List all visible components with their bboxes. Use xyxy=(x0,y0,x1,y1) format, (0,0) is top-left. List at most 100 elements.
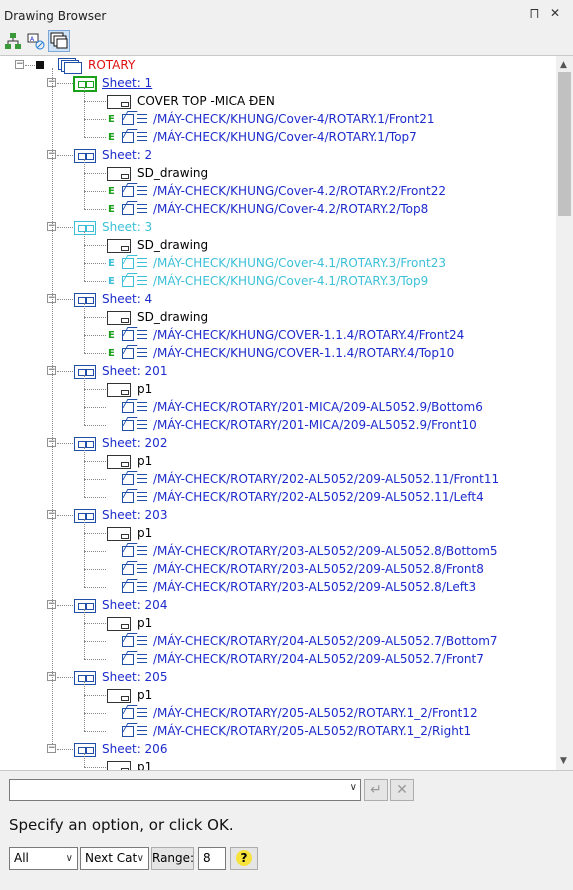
sheet-icon xyxy=(74,76,96,91)
tree-view[interactable]: /MÁY-CHECK/ROTARY/203-AL5052/209-AL5052.… xyxy=(122,560,484,578)
sheet-formats-view-icon[interactable]: A xyxy=(25,30,47,52)
tree-view[interactable]: E/MÁY-CHECK/KHUNG/COVER-1.1.4/ROTARY.4/T… xyxy=(108,344,454,362)
ok-button[interactable]: ↵ xyxy=(364,779,388,801)
cancel-button[interactable]: ✕ xyxy=(390,779,414,801)
sheet-format-icon xyxy=(107,166,131,181)
list-icon xyxy=(137,708,147,719)
tree-line xyxy=(84,519,85,587)
sheet-label: Sheet: 4 xyxy=(102,292,153,306)
scroll-up-icon[interactable]: ▲ xyxy=(560,60,567,70)
sheet-collapse-toggle[interactable]: − xyxy=(47,509,56,519)
tree-sheet-format[interactable]: SD_drawing xyxy=(107,164,208,182)
sheet-format-icon xyxy=(107,760,131,770)
sheet-collapse-toggle[interactable]: − xyxy=(47,293,56,303)
sheet-collapse-toggle[interactable]: − xyxy=(47,149,56,159)
tree-sheet-format[interactable]: p1 xyxy=(107,686,152,704)
tree-view[interactable]: E/MÁY-CHECK/KHUNG/Cover-4/ROTARY.1/Front… xyxy=(108,110,435,128)
tree-sheet[interactable]: Sheet: 4 xyxy=(74,290,152,308)
view-label: /MÁY-CHECK/ROTARY/203-AL5052/209-AL5052.… xyxy=(153,580,477,594)
sheet-collapse-toggle[interactable]: − xyxy=(47,365,56,375)
sheet-label: Sheet: 205 xyxy=(102,670,168,684)
tree-sheet[interactable]: Sheet: 202 xyxy=(74,434,167,452)
tree-sheet-format[interactable]: COVER TOP -MICA ĐEN xyxy=(107,92,275,110)
sheet-collapse-toggle[interactable]: − xyxy=(47,77,56,87)
tree-view[interactable]: E/MÁY-CHECK/KHUNG/COVER-1.1.4/ROTARY.4/F… xyxy=(108,326,464,344)
tree-sheet[interactable]: Sheet: 1 xyxy=(74,74,152,92)
tree-sheet-format[interactable]: SD_drawing xyxy=(107,308,208,326)
hierarchy-view-icon[interactable] xyxy=(2,30,24,52)
list-icon xyxy=(137,564,147,575)
sheets-view-icon[interactable] xyxy=(48,30,70,52)
sheet-collapse-toggle[interactable]: − xyxy=(47,743,56,753)
vertical-scrollbar[interactable]: ▲ ▼ xyxy=(556,56,573,770)
view-label: /MÁY-CHECK/ROTARY/205-AL5052/ROTARY.1_2/… xyxy=(153,706,478,720)
tree-view[interactable]: E/MÁY-CHECK/KHUNG/Cover-4.1/ROTARY.3/Fro… xyxy=(108,254,446,272)
tree-view[interactable]: /MÁY-CHECK/ROTARY/205-AL5052/ROTARY.1_2/… xyxy=(122,722,471,740)
tree-view[interactable]: E/MÁY-CHECK/KHUNG/Cover-4.2/ROTARY.2/Top… xyxy=(108,200,428,218)
tree-view[interactable]: /MÁY-CHECK/ROTARY/204-AL5052/209-AL5052.… xyxy=(122,632,498,650)
range-button[interactable]: Range: xyxy=(151,847,194,870)
tree-sheet[interactable]: Sheet: 2 xyxy=(74,146,152,164)
range-input[interactable]: 8 xyxy=(198,847,226,870)
close-icon[interactable]: ✕ xyxy=(550,6,561,20)
list-icon xyxy=(137,348,147,359)
svg-text:A: A xyxy=(30,36,35,43)
tree-line xyxy=(57,443,73,444)
tree-sheet[interactable]: Sheet: 206 xyxy=(74,740,167,758)
tree-view[interactable]: /MÁY-CHECK/ROTARY/201-MICA/209-AL5052.9/… xyxy=(122,398,483,416)
command-input[interactable]: ∨ xyxy=(9,779,361,801)
sheet-format-icon xyxy=(107,238,131,253)
tree-line xyxy=(84,533,106,534)
sheet-label: Sheet: 204 xyxy=(102,598,168,612)
filter-select[interactable]: All ∨ xyxy=(9,847,78,870)
sheet-collapse-toggle[interactable]: − xyxy=(47,599,56,609)
tree-sheet-format[interactable]: SD_drawing xyxy=(107,236,208,254)
tree-view[interactable]: /MÁY-CHECK/ROTARY/203-AL5052/209-AL5052.… xyxy=(122,578,476,596)
tree-sheet[interactable]: Sheet: 204 xyxy=(74,596,167,614)
root-collapse-toggle[interactable]: − xyxy=(15,59,24,69)
tree-view[interactable]: E/MÁY-CHECK/KHUNG/Cover-4.2/ROTARY.2/Fro… xyxy=(108,182,446,200)
view-icon xyxy=(122,114,134,125)
save-icon xyxy=(36,61,44,69)
next-category-select[interactable]: Next Cat ∨ xyxy=(80,847,149,870)
scroll-down-icon[interactable]: ▼ xyxy=(560,756,567,766)
chevron-down-icon[interactable]: ∨ xyxy=(349,782,357,793)
prompt-text: Specify an option, or click OK. xyxy=(9,816,234,834)
tree-view[interactable]: /MÁY-CHECK/ROTARY/203-AL5052/209-AL5052.… xyxy=(122,542,498,560)
tree-line xyxy=(84,447,85,497)
tree-sheet-format[interactable]: p1 xyxy=(107,452,152,470)
tree-view[interactable]: /MÁY-CHECK/ROTARY/204-AL5052/209-AL5052.… xyxy=(122,650,484,668)
tree-view[interactable]: E/MÁY-CHECK/KHUNG/Cover-4/ROTARY.1/Top7 xyxy=(108,128,417,146)
view-icon xyxy=(122,492,134,503)
view-label: /MÁY-CHECK/KHUNG/Cover-4.1/ROTARY.3/Top9 xyxy=(153,274,429,288)
tree-sheet[interactable]: Sheet: 205 xyxy=(74,668,167,686)
sheet-collapse-toggle[interactable]: − xyxy=(47,221,56,231)
tree-view[interactable]: /MÁY-CHECK/ROTARY/201-MICA/209-AL5052.9/… xyxy=(122,416,477,434)
sheet-label: Sheet: 202 xyxy=(102,436,168,450)
tree-view[interactable]: /MÁY-CHECK/ROTARY/205-AL5052/ROTARY.1_2/… xyxy=(122,704,478,722)
tree-view[interactable]: E/MÁY-CHECK/KHUNG/Cover-4.1/ROTARY.3/Top… xyxy=(108,272,428,290)
help-button[interactable]: ? xyxy=(230,847,258,870)
tree-sheet[interactable]: Sheet: 203 xyxy=(74,506,167,524)
list-icon xyxy=(137,330,147,341)
tree-sheet-format[interactable]: p1 xyxy=(107,524,152,542)
sheet-collapse-toggle[interactable]: − xyxy=(47,437,56,447)
tree-sheet-format[interactable]: p1 xyxy=(107,614,152,632)
tree-sheet-format[interactable]: p1 xyxy=(107,758,152,770)
tree-root[interactable]: ROTARY xyxy=(58,56,135,74)
tree-sheet[interactable]: Sheet: 201 xyxy=(74,362,167,380)
tree-sheet-format[interactable]: p1 xyxy=(107,380,152,398)
sheet-format-label: SD_drawing xyxy=(137,310,209,324)
sheet-label: Sheet: 201 xyxy=(102,364,168,378)
tree-line xyxy=(84,335,106,336)
tree-sheet[interactable]: Sheet: 3 xyxy=(74,218,152,236)
pin-icon[interactable]: ⨅ xyxy=(530,7,539,20)
sheet-collapse-toggle[interactable]: − xyxy=(47,671,56,681)
scroll-thumb[interactable] xyxy=(558,72,571,216)
tree-view[interactable]: /MÁY-CHECK/ROTARY/202-AL5052/209-AL5052.… xyxy=(122,470,499,488)
tree-view[interactable]: /MÁY-CHECK/ROTARY/202-AL5052/209-AL5052.… xyxy=(122,488,484,506)
editable-badge-icon: E xyxy=(108,275,115,287)
editable-badge-icon: E xyxy=(108,257,115,269)
